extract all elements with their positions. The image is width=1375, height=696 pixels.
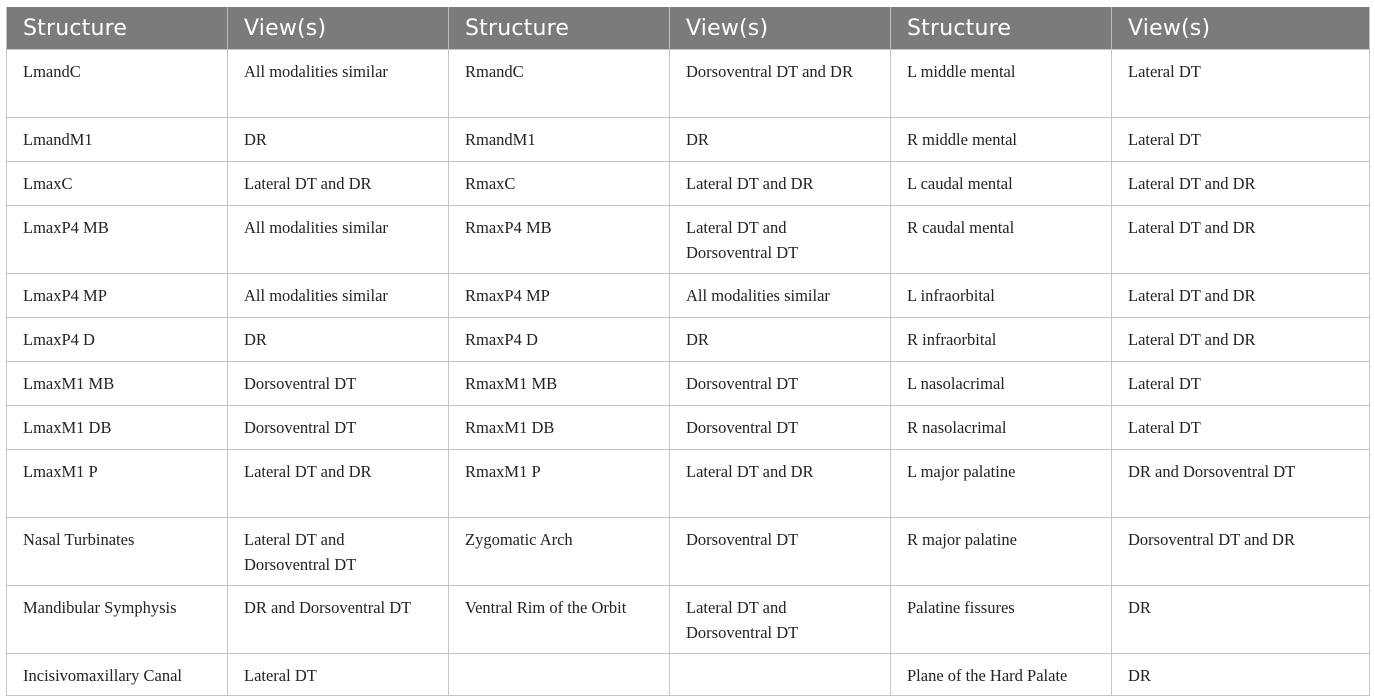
table-cell: Lateral DT and DR — [1111, 317, 1370, 362]
table-cell: Lateral DT — [1111, 405, 1370, 450]
table-cell: Dorsoventral DT — [669, 405, 891, 450]
table-cell: DR — [1111, 585, 1370, 654]
header-structure-1: Structure — [6, 7, 228, 50]
table-cell: DR and Dorsoventral DT — [1111, 449, 1370, 518]
table-cell: Dorsoventral DT — [669, 517, 891, 586]
table-cell — [669, 653, 891, 696]
table-cell: Dorsoventral DT and DR — [1111, 517, 1370, 586]
table-row: LmaxP4 MB All modalities similar RmaxP4 … — [6, 205, 1370, 274]
table-row: LmaxC Lateral DT and DR RmaxC Lateral DT… — [6, 161, 1370, 206]
table-cell: LmaxC — [6, 161, 228, 206]
table-cell: R caudal mental — [890, 205, 1112, 274]
table-cell — [448, 653, 670, 696]
table-cell: Lateral DT and DR — [669, 161, 891, 206]
header-views-1: View(s) — [227, 7, 449, 50]
table-cell: Lateral DT and Dorsoventral DT — [669, 585, 891, 654]
table-cell: RmaxC — [448, 161, 670, 206]
table-cell: L infraorbital — [890, 273, 1112, 318]
table-cell: Dorsoventral DT and DR — [669, 49, 891, 118]
table-cell: Palatine fissures — [890, 585, 1112, 654]
table-cell: L nasolacrimal — [890, 361, 1112, 406]
table-cell: DR — [669, 117, 891, 162]
table-cell: Nasal Turbinates — [6, 517, 228, 586]
table-cell: LmandM1 — [6, 117, 228, 162]
table-cell: RmaxP4 MP — [448, 273, 670, 318]
table-cell: R nasolacrimal — [890, 405, 1112, 450]
table-cell: RmandM1 — [448, 117, 670, 162]
table-cell: DR and Dorsoventral DT — [227, 585, 449, 654]
header-views-2: View(s) — [669, 7, 891, 50]
table-cell: All modalities similar — [669, 273, 891, 318]
table-cell: Zygomatic Arch — [448, 517, 670, 586]
table-row: LmaxM1 P Lateral DT and DR RmaxM1 P Late… — [6, 449, 1370, 518]
table-cell: LmaxP4 MP — [6, 273, 228, 318]
table-container: Structure View(s) Structure View(s) Stru… — [6, 7, 1370, 696]
table-cell: Lateral DT and Dorsoventral DT — [227, 517, 449, 586]
table-row: Nasal Turbinates Lateral DT and Dorsoven… — [6, 517, 1370, 586]
table-cell: Lateral DT and DR — [1111, 205, 1370, 274]
table-cell: All modalities similar — [227, 205, 449, 274]
table-cell: Lateral DT and DR — [227, 449, 449, 518]
table-cell: LmaxP4 MB — [6, 205, 228, 274]
table-cell: Lateral DT — [1111, 49, 1370, 118]
table-row: LmaxM1 DB Dorsoventral DT RmaxM1 DB Dors… — [6, 405, 1370, 450]
table-cell: L major palatine — [890, 449, 1112, 518]
table-row: Incisivomaxillary Canal Lateral DT Plane… — [6, 653, 1370, 696]
table-row: Mandibular Symphysis DR and Dorsoventral… — [6, 585, 1370, 654]
table-cell: R major palatine — [890, 517, 1112, 586]
table-cell: Lateral DT — [1111, 117, 1370, 162]
table-cell: Plane of the Hard Palate — [890, 653, 1112, 696]
table-cell: Lateral DT and DR — [669, 449, 891, 518]
table-cell: Ventral Rim of the Orbit — [448, 585, 670, 654]
table-cell: Lateral DT — [227, 653, 449, 696]
table-cell: LmaxM1 DB — [6, 405, 228, 450]
table-cell: LmaxM1 P — [6, 449, 228, 518]
header-structure-2: Structure — [448, 7, 670, 50]
table-cell: Dorsoventral DT — [227, 361, 449, 406]
table-cell: All modalities similar — [227, 273, 449, 318]
header-structure-3: Structure — [890, 7, 1112, 50]
table-cell: RmaxP4 MB — [448, 205, 670, 274]
table-cell: LmandC — [6, 49, 228, 118]
table-cell: Lateral DT and DR — [1111, 161, 1370, 206]
table-cell: Lateral DT — [1111, 361, 1370, 406]
header-views-3: View(s) — [1111, 7, 1370, 50]
table-cell: RmaxM1 MB — [448, 361, 670, 406]
table-cell: All modalities similar — [227, 49, 449, 118]
views-table: Structure View(s) Structure View(s) Stru… — [6, 7, 1370, 696]
table-cell: LmaxP4 D — [6, 317, 228, 362]
table-row: LmandC All modalities similar RmandC Dor… — [6, 49, 1370, 118]
table-cell: DR — [227, 117, 449, 162]
table-cell: LmaxM1 MB — [6, 361, 228, 406]
table-cell: DR — [227, 317, 449, 362]
table-cell: Dorsoventral DT — [227, 405, 449, 450]
table-header-row: Structure View(s) Structure View(s) Stru… — [6, 7, 1370, 50]
table-cell: Lateral DT and Dorsoventral DT — [669, 205, 891, 274]
table-cell: Dorsoventral DT — [669, 361, 891, 406]
table-row: LmaxM1 MB Dorsoventral DT RmaxM1 MB Dors… — [6, 361, 1370, 406]
table-row: LmaxP4 MP All modalities similar RmaxP4 … — [6, 273, 1370, 318]
table-cell: R infraorbital — [890, 317, 1112, 362]
table-cell: L caudal mental — [890, 161, 1112, 206]
table-cell: RmaxM1 P — [448, 449, 670, 518]
table-cell: RmaxM1 DB — [448, 405, 670, 450]
table-cell: L middle mental — [890, 49, 1112, 118]
table-cell: Lateral DT and DR — [227, 161, 449, 206]
table-row: LmaxP4 D DR RmaxP4 D DR R infraorbital L… — [6, 317, 1370, 362]
table-cell: R middle mental — [890, 117, 1112, 162]
table-cell: Mandibular Symphysis — [6, 585, 228, 654]
table-cell: RmandC — [448, 49, 670, 118]
table-cell: Lateral DT and DR — [1111, 273, 1370, 318]
table-cell: DR — [1111, 653, 1370, 696]
table-cell: RmaxP4 D — [448, 317, 670, 362]
table-cell: DR — [669, 317, 891, 362]
table-cell: Incisivomaxillary Canal — [6, 653, 228, 696]
table-row: LmandM1 DR RmandM1 DR R middle mental La… — [6, 117, 1370, 162]
